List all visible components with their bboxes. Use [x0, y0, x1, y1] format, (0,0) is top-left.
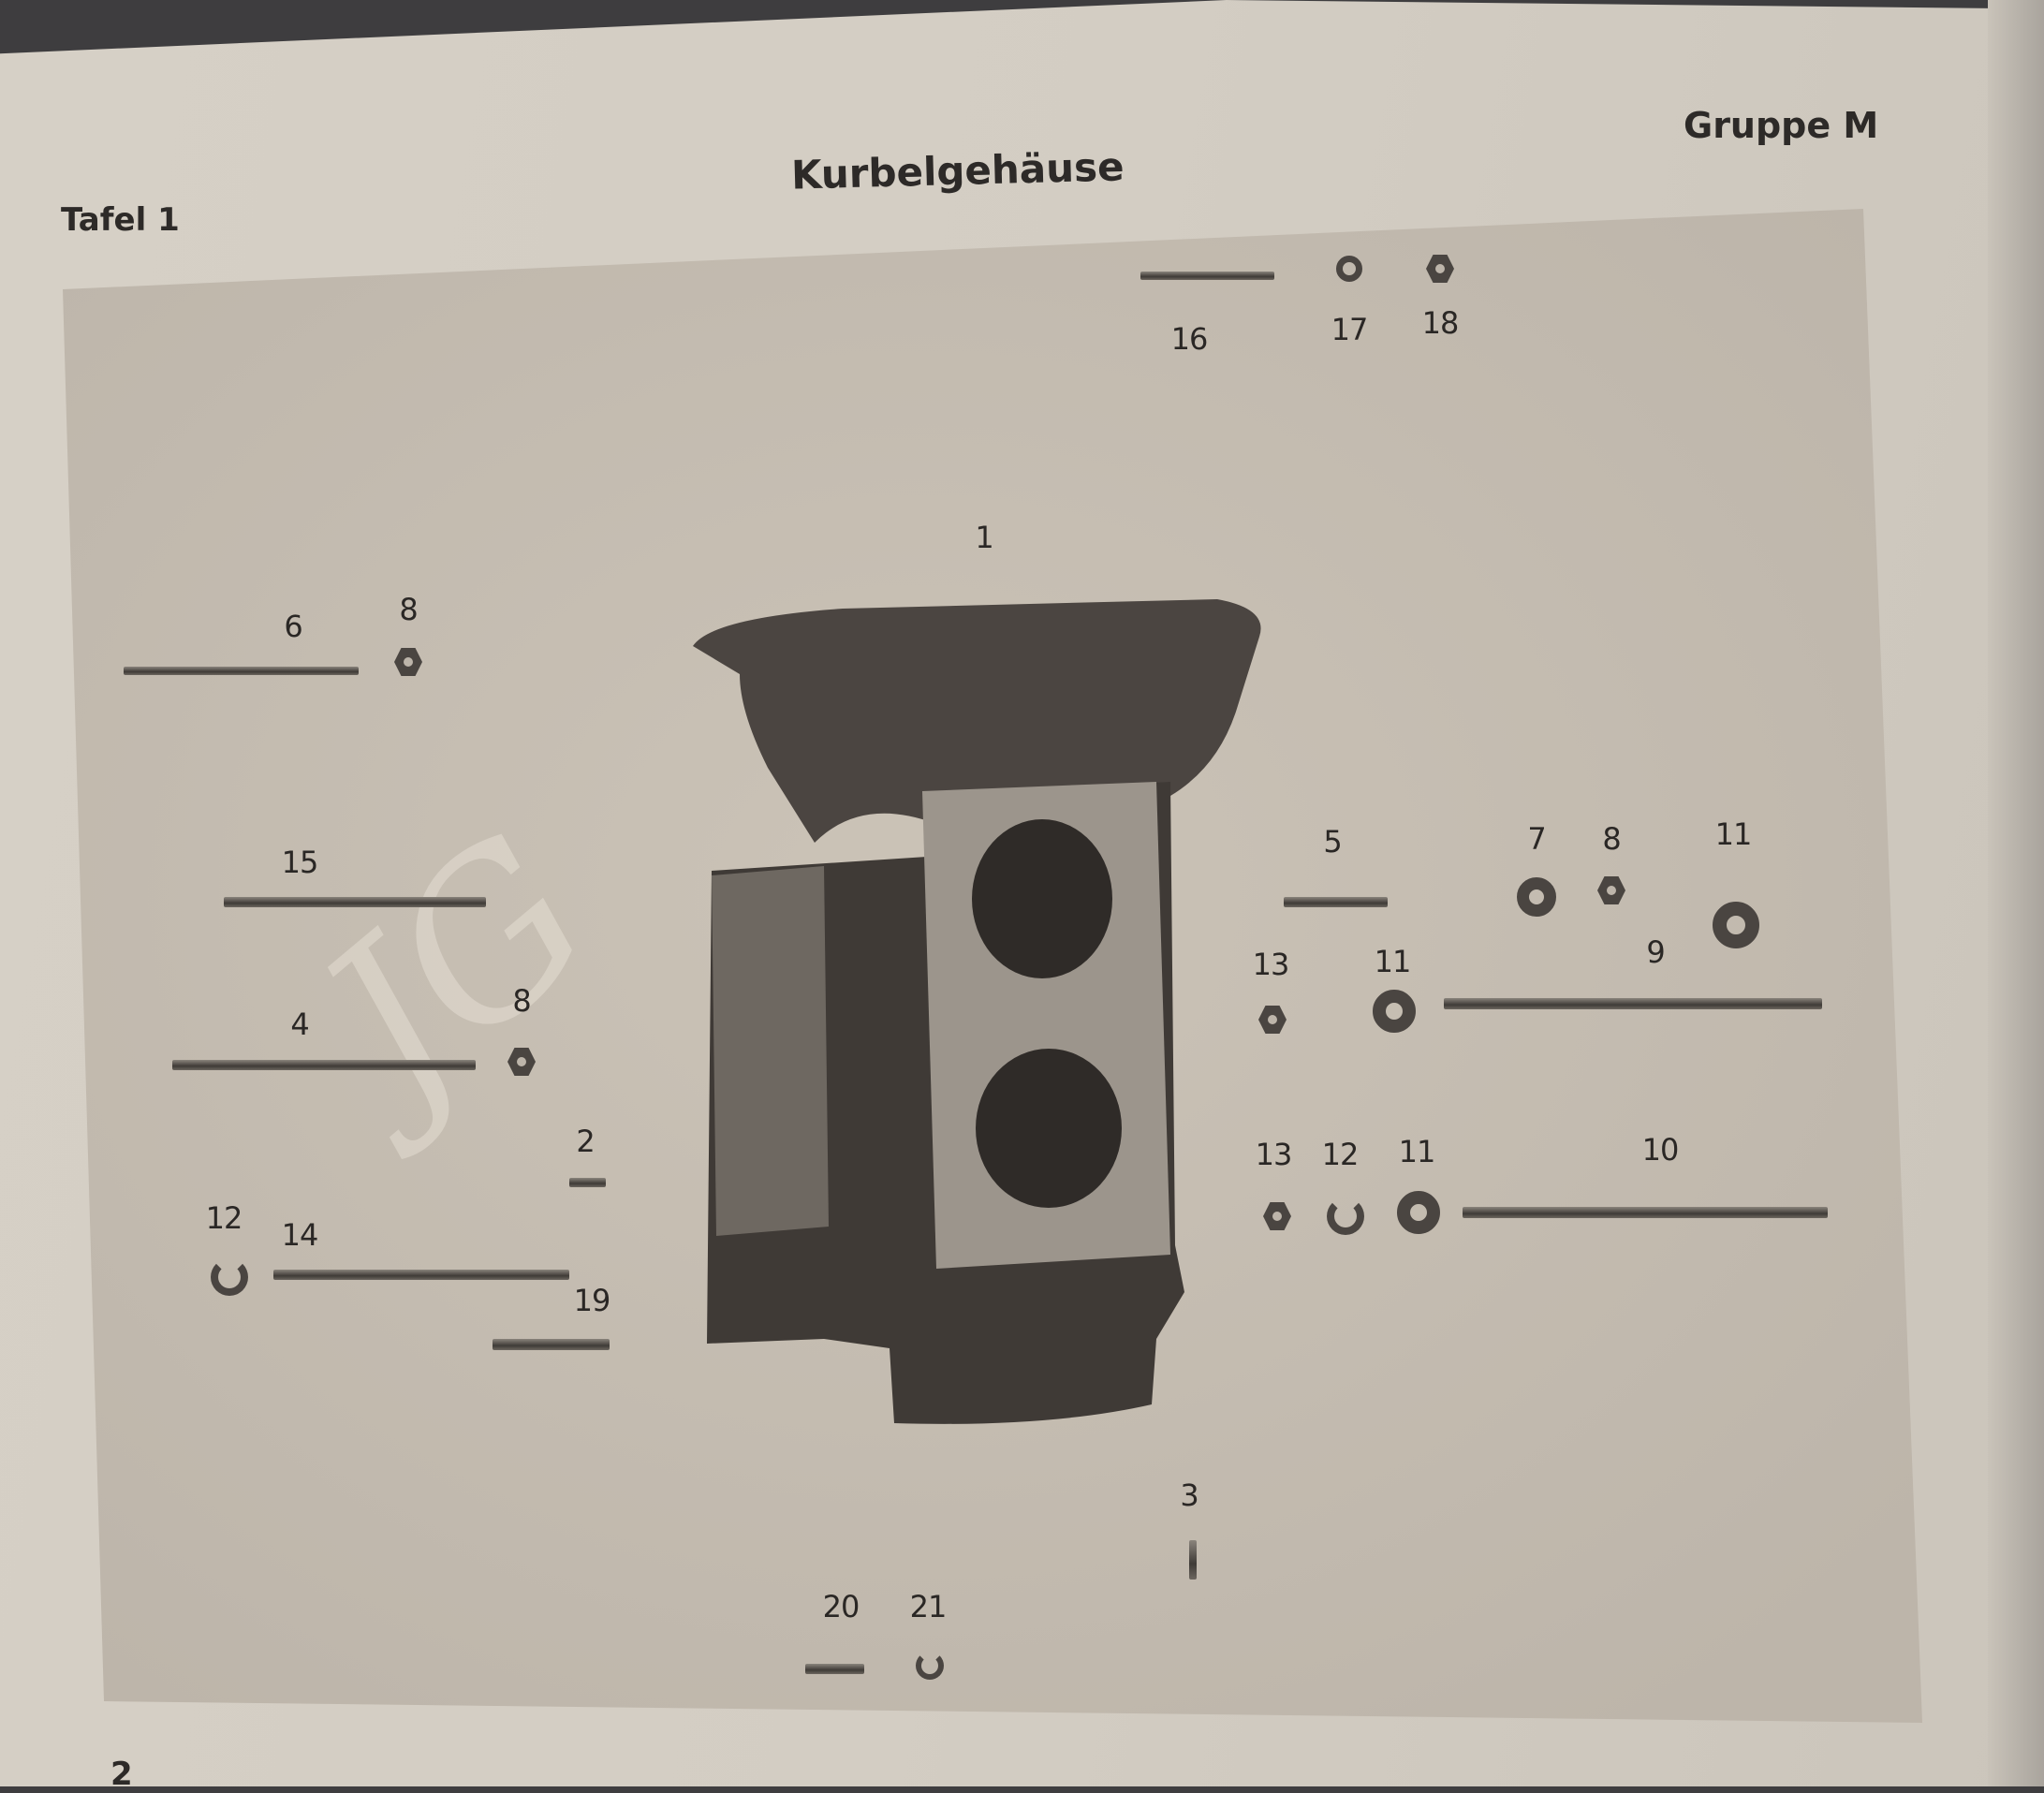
part-8-nut	[1597, 876, 1625, 904]
part-2-pin	[569, 1178, 606, 1187]
part-12-ring	[211, 1258, 248, 1296]
group-label: Gruppe M	[1684, 105, 1879, 146]
part-18-nut	[1426, 255, 1454, 283]
part-5-stud	[1284, 897, 1388, 907]
callout-7: 7	[1527, 821, 1546, 857]
part-11-washer	[1713, 902, 1759, 948]
callout-1: 1	[975, 520, 993, 555]
callout-17: 17	[1331, 312, 1369, 347]
callout-8: 8	[399, 592, 418, 627]
part-11-washer	[1397, 1191, 1440, 1234]
callout-13: 13	[1252, 947, 1290, 982]
part-3-pins	[1189, 1540, 1197, 1580]
callout-10: 10	[1641, 1132, 1680, 1168]
callout-11: 11	[1398, 1134, 1436, 1169]
callout-8: 8	[1602, 821, 1621, 857]
callout-11: 11	[1374, 944, 1412, 979]
part-9-stud	[1444, 998, 1822, 1009]
part-12-ring	[1327, 1198, 1364, 1235]
cylinder-bore-upper	[972, 819, 1112, 978]
callout-5: 5	[1323, 824, 1342, 860]
plate-label: Tafel 1	[61, 201, 180, 239]
crankcase-bell	[693, 599, 1261, 843]
callout-15: 15	[281, 845, 319, 880]
page-number: 2	[110, 1756, 133, 1793]
part-19-stud	[493, 1339, 610, 1350]
part-15-stud	[224, 897, 486, 907]
callout-16: 16	[1170, 321, 1209, 357]
side-cover	[712, 866, 829, 1236]
part-16-rod	[1140, 272, 1274, 280]
part-7-washer	[1517, 877, 1556, 917]
part-6-bolt	[124, 667, 359, 675]
callout-20: 20	[822, 1589, 860, 1624]
part-20-bolt	[805, 1664, 864, 1674]
part-17-washer	[1336, 256, 1362, 282]
callout-14: 14	[281, 1217, 319, 1253]
callout-12: 12	[1321, 1137, 1360, 1172]
callout-13: 13	[1255, 1137, 1293, 1172]
part-10-stud	[1463, 1207, 1828, 1218]
callout-8: 8	[512, 983, 531, 1019]
part-11-washer	[1373, 990, 1416, 1033]
callout-6: 6	[284, 609, 302, 644]
page-edge	[1988, 0, 2044, 1786]
callout-9: 9	[1646, 934, 1665, 970]
part-14-stud	[273, 1270, 569, 1280]
callout-4: 4	[290, 1007, 309, 1042]
part-13-nut	[1258, 1006, 1287, 1034]
part-8-nut	[507, 1048, 536, 1076]
callout-21: 21	[909, 1589, 948, 1624]
callout-2: 2	[576, 1124, 595, 1159]
callout-12: 12	[205, 1200, 243, 1236]
part-4-bolt	[172, 1060, 476, 1070]
part-21-ring	[916, 1652, 944, 1680]
callout-11: 11	[1714, 816, 1753, 852]
callout-19: 19	[573, 1283, 611, 1318]
part-13-nut	[1263, 1202, 1291, 1230]
callout-18: 18	[1421, 305, 1460, 341]
part-8-nut	[394, 648, 422, 676]
callout-3: 3	[1180, 1477, 1198, 1513]
cylinder-bore-lower	[976, 1049, 1122, 1208]
